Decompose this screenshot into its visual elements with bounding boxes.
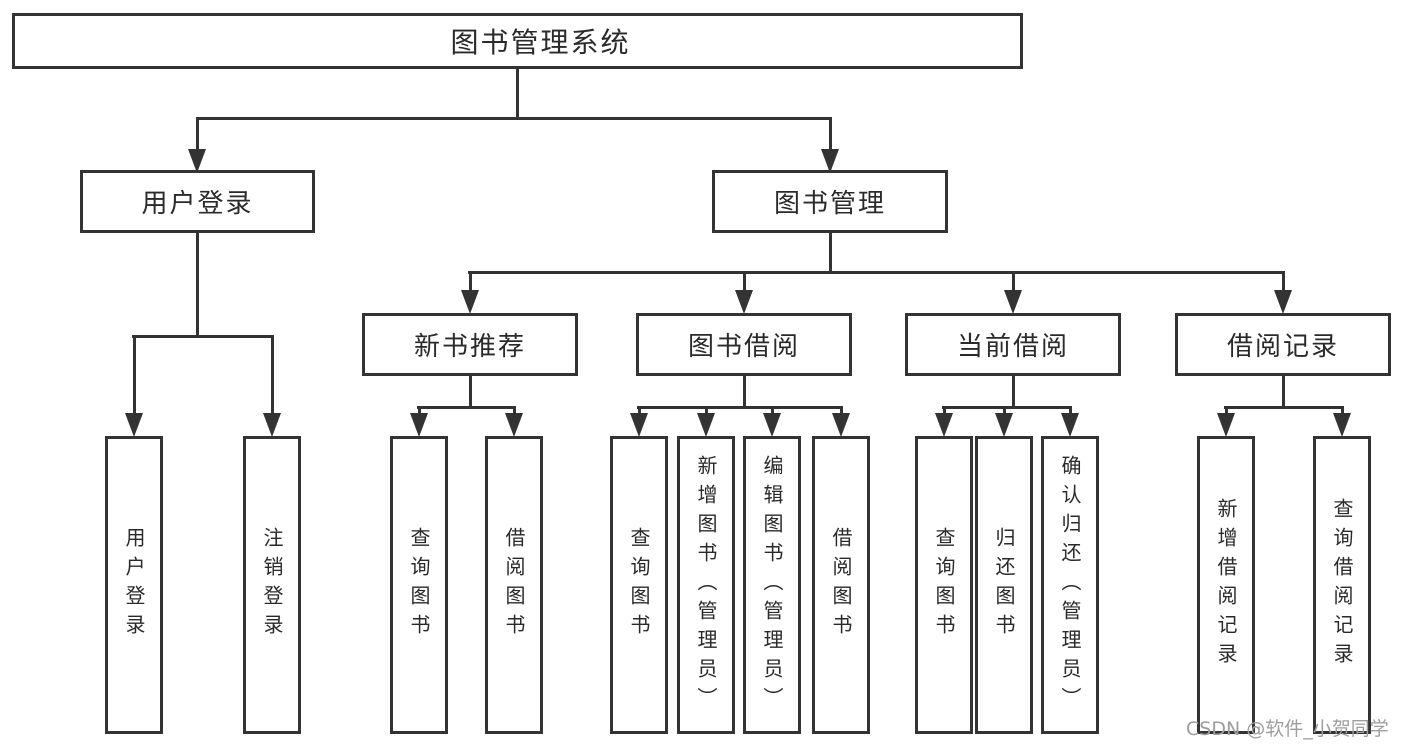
connector-vline — [829, 232, 832, 274]
leaf-query-books-recommend-label: 查询图书 — [407, 527, 431, 643]
arrowhead-icon — [935, 413, 953, 437]
connector-arrow-stem — [829, 118, 832, 152]
leaf-user-login-label: 用户登录 — [122, 527, 146, 643]
node-borrow-records: 借阅记录 — [1175, 313, 1391, 376]
connector-arrow-stem — [1003, 407, 1006, 416]
leaf-logout-login-label: 注销登录 — [260, 527, 284, 643]
connector-arrow-stem — [638, 407, 641, 416]
leaf-confirm-return-admin: 确认归还（管理员） — [1041, 436, 1099, 734]
node-current-borrow-label: 当前借阅 — [956, 332, 1069, 362]
arrowhead-icon — [630, 413, 648, 437]
connector-hline — [468, 271, 1285, 274]
connector-arrow-stem — [743, 272, 746, 293]
arrowhead-icon — [1217, 413, 1235, 437]
connector-hline — [942, 406, 1072, 409]
connector-arrow-stem — [1282, 272, 1285, 293]
connector-hline — [196, 117, 832, 120]
leaf-add-books-admin-label: 新增图书（管理员） — [694, 454, 718, 716]
watermark: CSDN @软件_小贺同学 — [1186, 718, 1389, 740]
leaf-query-borrow-record: 查询借阅记录 — [1313, 436, 1371, 734]
leaf-user-login: 用户登录 — [105, 436, 163, 734]
node-current-borrow: 当前借阅 — [905, 313, 1121, 376]
arrowhead-icon — [697, 413, 715, 437]
node-book-borrow-label: 图书借阅 — [687, 332, 800, 362]
connector-arrow-stem — [1069, 407, 1072, 416]
connector-arrow-stem — [1341, 407, 1344, 416]
connector-arrow-stem — [840, 407, 843, 416]
connector-vline — [743, 374, 746, 409]
connector-vline — [196, 232, 199, 338]
connector-hline — [132, 335, 274, 338]
connector-arrow-stem — [469, 272, 472, 293]
leaf-borrow-books-recommend-label: 借阅图书 — [502, 527, 526, 643]
connector-vline — [1282, 374, 1285, 409]
node-new-book-recommend-label: 新书推荐 — [413, 332, 526, 362]
node-borrow-records-label: 借阅记录 — [1226, 332, 1339, 362]
connector-vline — [469, 374, 472, 409]
arrowhead-icon — [1004, 290, 1022, 314]
connector-arrow-stem — [705, 407, 708, 416]
connector-arrow-stem — [418, 407, 421, 416]
leaf-borrow-books-label: 借阅图书 — [829, 527, 853, 643]
connector-arrow-stem — [271, 336, 274, 416]
arrowhead-icon — [821, 149, 839, 173]
arrowhead-icon — [505, 413, 523, 437]
node-book-borrow: 图书借阅 — [636, 313, 852, 376]
node-root: 图书管理系统 — [12, 13, 1023, 69]
leaf-add-borrow-record-label: 新增借阅记录 — [1214, 498, 1238, 672]
arrowhead-icon — [832, 413, 850, 437]
leaf-borrow-books-recommend: 借阅图书 — [485, 436, 543, 734]
connector-vline — [1012, 374, 1015, 409]
connector-arrow-stem — [513, 407, 516, 416]
connector-arrow-stem — [1225, 407, 1228, 416]
leaf-query-books-borrow: 查询图书 — [610, 436, 668, 734]
leaf-query-books-current-label: 查询图书 — [932, 527, 956, 643]
leaf-return-books: 归还图书 — [975, 436, 1033, 734]
arrowhead-icon — [1274, 290, 1292, 314]
arrowhead-icon — [188, 149, 206, 173]
arrowhead-icon — [1061, 413, 1079, 437]
arrowhead-icon — [410, 413, 428, 437]
connector-hline — [637, 406, 843, 409]
arrowhead-icon — [461, 290, 479, 314]
arrowhead-icon — [735, 290, 753, 314]
leaf-edit-books-admin-label: 编辑图书（管理员） — [760, 454, 784, 716]
leaf-add-books-admin: 新增图书（管理员） — [677, 436, 735, 734]
leaf-confirm-return-admin-label: 确认归还（管理员） — [1058, 454, 1082, 716]
node-root-label: 图书管理系统 — [450, 26, 631, 59]
connector-arrow-stem — [943, 407, 946, 416]
node-user-login-label: 用户登录 — [141, 189, 254, 219]
leaf-query-books-borrow-label: 查询图书 — [627, 527, 651, 643]
connector-vline — [516, 68, 519, 120]
connector-arrow-stem — [133, 336, 136, 416]
node-new-book-recommend: 新书推荐 — [362, 313, 578, 376]
leaf-borrow-books: 借阅图书 — [812, 436, 870, 734]
leaf-query-books-current: 查询图书 — [915, 436, 973, 734]
connector-hline — [1224, 406, 1344, 409]
node-book-management: 图书管理 — [712, 170, 948, 233]
leaf-query-borrow-record-label: 查询借阅记录 — [1330, 498, 1354, 672]
connector-arrow-stem — [771, 407, 774, 416]
leaf-add-borrow-record: 新增借阅记录 — [1197, 436, 1255, 734]
arrowhead-icon — [125, 413, 143, 437]
arrowhead-icon — [1333, 413, 1351, 437]
node-user-login: 用户登录 — [80, 170, 315, 233]
node-book-management-label: 图书管理 — [773, 189, 886, 219]
leaf-logout-login: 注销登录 — [243, 436, 301, 734]
arrowhead-icon — [263, 413, 281, 437]
leaf-query-books-recommend: 查询图书 — [390, 436, 448, 734]
arrowhead-icon — [995, 413, 1013, 437]
connector-arrow-stem — [196, 118, 199, 152]
leaf-return-books-label: 归还图书 — [992, 527, 1016, 643]
arrowhead-icon — [763, 413, 781, 437]
connector-arrow-stem — [1012, 272, 1015, 293]
leaf-edit-books-admin: 编辑图书（管理员） — [743, 436, 801, 734]
connector-hline — [417, 406, 516, 409]
